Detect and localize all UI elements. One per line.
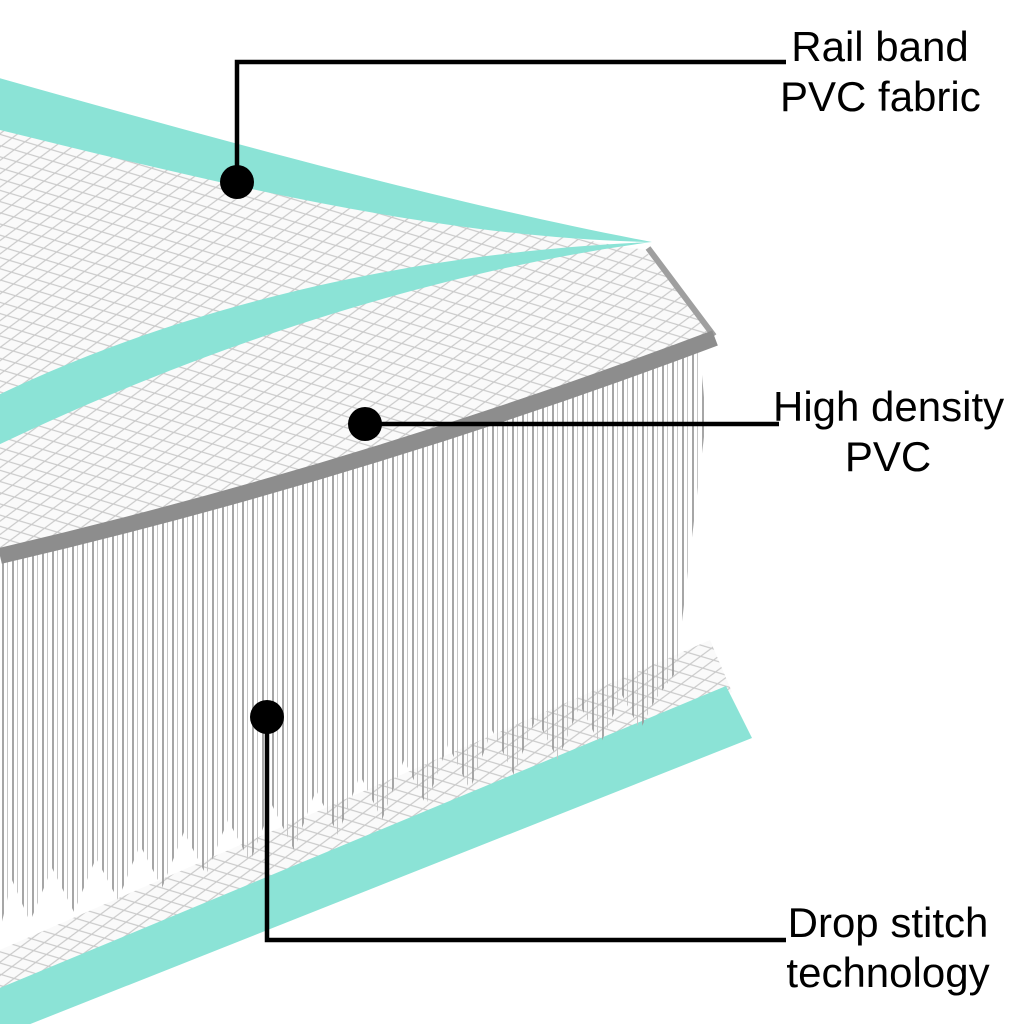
callout-line-drop-stitch — [264, 717, 786, 943]
callout-dot-drop-stitch — [250, 700, 284, 734]
mat-front-edge — [0, 330, 718, 564]
bottom-rail-band — [0, 686, 752, 1024]
top-fabric-surface — [0, 108, 715, 556]
label-high-density-pvc-line2: PVC — [844, 433, 932, 480]
label-drop-stitch-line2: technology — [786, 949, 990, 996]
callout-dot-rail-band — [220, 165, 254, 199]
drop-stitch-threads — [0, 352, 706, 930]
label-drop-stitch-line1: Drop stitch — [787, 899, 989, 946]
label-rail-band-line2: PVC fabric — [780, 73, 981, 120]
label-rail-band-line1: Rail band — [791, 23, 969, 70]
callout-dot-high-density-pvc — [348, 407, 382, 441]
rail-band-upper-stroke — [0, 78, 652, 242]
callout-line-rail-band — [234, 59, 786, 182]
rail-band-lower-stroke — [0, 242, 652, 445]
label-drop-stitch: Drop stitch technology — [773, 898, 1003, 998]
surface-corner-edge — [645, 246, 717, 338]
label-rail-band: Rail band PVC fabric — [780, 22, 981, 122]
label-high-density-pvc: High density PVC — [773, 382, 1005, 482]
label-high-density-pvc-line1: High density — [773, 383, 1005, 430]
